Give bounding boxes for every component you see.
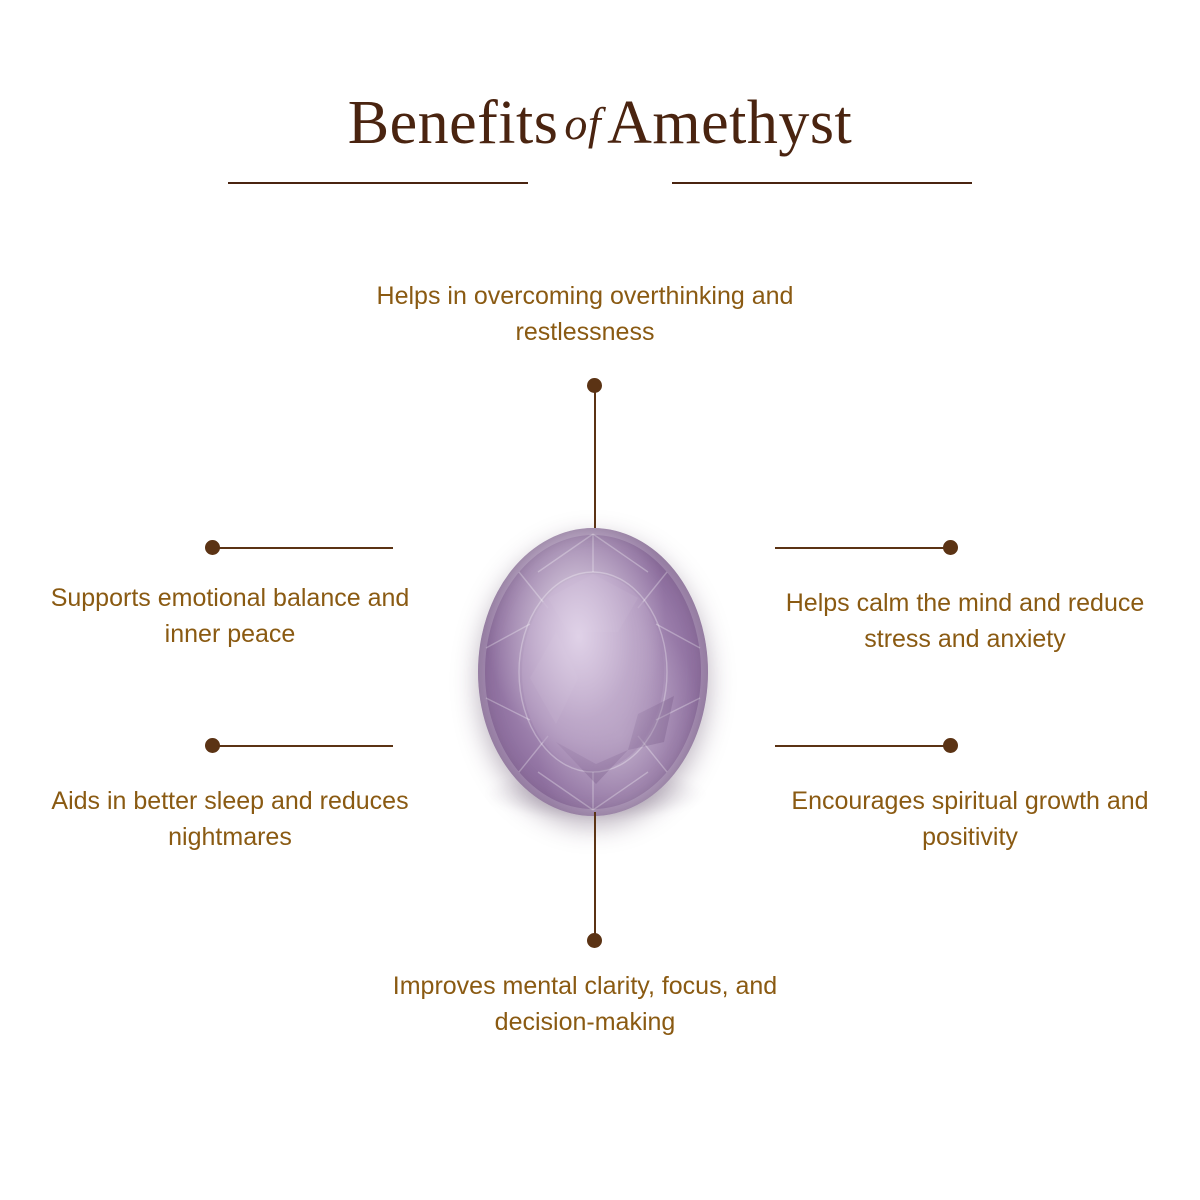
amethyst-gemstone — [470, 520, 720, 825]
connector-line-top — [594, 388, 596, 528]
benefit-label-top: Helps in overcoming overthinking and res… — [376, 282, 794, 347]
connector-line-right-lower — [775, 745, 953, 747]
connector-dot-bottom — [587, 933, 602, 948]
title-part2: Amethyst — [607, 89, 853, 157]
connector-line-left-upper — [215, 547, 393, 549]
connector-dot-left-upper — [205, 540, 220, 555]
title-divider-left — [228, 182, 528, 184]
benefit-label-left-upper: Supports emotional balance and inner pea… — [50, 584, 410, 649]
title-connector: of — [564, 98, 602, 149]
connector-dot-left-lower — [205, 738, 220, 753]
benefit-label-left-lower: Aids in better sleep and reduces nightma… — [51, 787, 409, 852]
connector-dot-right-lower — [943, 738, 958, 753]
benefit-label-right-lower: Encourages spiritual growth and positivi… — [791, 787, 1149, 852]
connector-dot-right-upper — [943, 540, 958, 555]
connector-line-left-lower — [215, 745, 393, 747]
connector-dot-top — [587, 378, 602, 393]
title-part1: Benefits — [347, 89, 559, 157]
connector-line-bottom — [594, 812, 596, 940]
title-divider-right — [672, 182, 972, 184]
benefit-label-bottom: Improves mental clarity, focus, and deci… — [392, 972, 778, 1037]
gem-rim — [478, 528, 708, 816]
benefit-label-right-upper: Helps calm the mind and reduce stress an… — [785, 589, 1145, 654]
gem-core-highlight — [521, 574, 665, 770]
connector-line-right-upper — [775, 547, 953, 549]
gem-body — [478, 528, 708, 816]
